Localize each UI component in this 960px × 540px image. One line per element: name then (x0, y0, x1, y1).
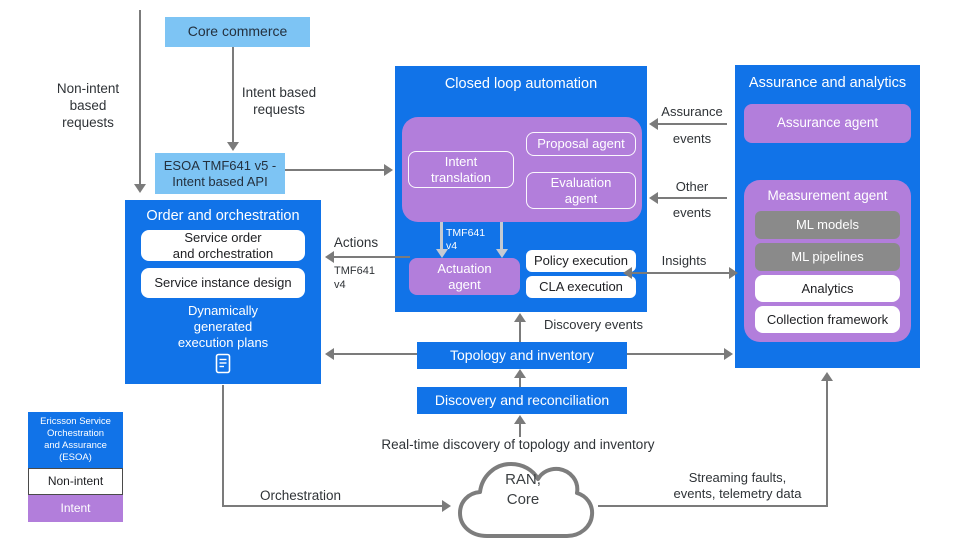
non-intent-arrowhead (134, 184, 146, 193)
closed-loop-automation-panel: Closed loop automation Intent translatio… (395, 66, 647, 312)
ml-models-node: ML models (755, 211, 900, 239)
order-orchestration-title: Order and orchestration (146, 208, 300, 224)
intent-to-actuation-line-1 (440, 222, 443, 250)
tmf641-v4-inner-label: TMF641 v4 (446, 227, 486, 252)
legend-intent: Intent (28, 495, 123, 522)
intent-arrowhead (227, 142, 239, 151)
legend-esoa: Ericsson Service Orchestration and Assur… (28, 412, 123, 468)
measurement-agent-group: Measurement agent ML models ML pipelines… (744, 180, 911, 342)
actions-tmf641-label: TMF641 v4 (334, 265, 375, 291)
cla-execution-node: CLA execution (526, 276, 636, 298)
actuation-agent-node: Actuation agent (409, 258, 520, 295)
assurance-analytics-title: Assurance and analytics (748, 75, 907, 91)
analytics-node: Analytics (755, 275, 900, 302)
other-events-arrowhead (649, 192, 658, 204)
assurance-events-label: Assurance events (661, 104, 723, 146)
discovery-events-line (519, 322, 521, 342)
discovery-reconciliation-node: Discovery and reconciliation (417, 387, 627, 414)
insights-label: Insights (661, 253, 707, 268)
evaluation-agent-node: Evaluation agent (526, 172, 636, 209)
streaming-line-horizontal (598, 505, 828, 507)
document-icon (215, 353, 231, 374)
topology-to-assurance-arrowhead (724, 348, 733, 360)
esoa-to-closedloop-arrowhead (384, 164, 393, 176)
discovery-to-topology-line (519, 378, 521, 387)
assurance-agent-node: Assurance agent (744, 104, 911, 143)
collection-framework-node: Collection framework (755, 306, 900, 333)
assurance-events-line (658, 123, 727, 125)
assurance-events-arrowhead (649, 118, 658, 130)
actions-arrowhead (325, 251, 334, 263)
insights-arrowhead-left (623, 267, 632, 279)
legend-non-intent: Non-intent (28, 468, 123, 495)
insights-line (632, 272, 729, 274)
non-intent-arrow-line (139, 10, 141, 184)
discovery-to-topology-arrowhead (514, 369, 526, 378)
assurance-analytics-panel: Assurance and analytics Assurance agent … (735, 65, 920, 368)
intent-to-actuation-arrowhead-1 (436, 249, 448, 258)
orchestration-arrowhead (442, 500, 451, 512)
realtime-to-discovery-line (519, 424, 521, 437)
actions-line (334, 256, 410, 258)
discovery-events-arrowhead (514, 313, 526, 322)
service-instance-design-node: Service instance design (141, 268, 305, 298)
topology-to-order-line (334, 353, 417, 355)
topology-to-assurance-line (627, 353, 724, 355)
streaming-line-vertical (826, 381, 828, 507)
measurement-agent-title: Measurement agent (767, 188, 888, 203)
other-events-label: Other events (672, 179, 712, 220)
intent-translation-node: Intent translation (408, 151, 514, 188)
intent-to-actuation-arrowhead-2 (496, 249, 508, 258)
esoa-intent-api-node: ESOA TMF641 v5 - Intent based API (155, 153, 285, 194)
closed-loop-title: Closed loop automation (444, 76, 598, 92)
discovery-events-label: Discovery events (544, 317, 643, 332)
realtime-discovery-label: Real-time discovery of topology and inve… (381, 437, 655, 452)
ml-pipelines-node: ML pipelines (755, 243, 900, 271)
ran-core-label: RAN, Core (505, 471, 541, 508)
order-orchestration-panel: Order and orchestration Service order an… (125, 200, 321, 384)
esoa-to-closedloop-line (285, 169, 384, 171)
service-order-node: Service order and orchestration (141, 230, 305, 261)
streaming-label: Streaming faults, events, telemetry data (673, 470, 802, 501)
insights-arrowhead-right (729, 267, 738, 279)
streaming-arrowhead (821, 372, 833, 381)
intent-requests-label: Intent based requests (241, 85, 317, 117)
intent-arrow-line (232, 47, 234, 142)
dynamic-execution-plans-label: Dynamically generated execution plans (177, 303, 269, 350)
non-intent-requests-label: Non-intent based requests (56, 81, 120, 130)
actions-label: Actions (333, 235, 379, 250)
proposal-agent-node: Proposal agent (526, 132, 636, 156)
topology-inventory-node: Topology and inventory (417, 342, 627, 369)
realtime-to-discovery-arrowhead (514, 415, 526, 424)
core-commerce-node: Core commerce (165, 17, 310, 47)
orchestration-line-vertical (222, 385, 224, 507)
topology-to-order-arrowhead (325, 348, 334, 360)
intent-to-actuation-line-2 (500, 222, 503, 250)
orchestration-line-horizontal (222, 505, 442, 507)
other-events-line (658, 197, 727, 199)
policy-execution-node: Policy execution (526, 250, 636, 272)
ran-core-cloud (458, 462, 595, 538)
orchestration-label: Orchestration (259, 488, 342, 503)
